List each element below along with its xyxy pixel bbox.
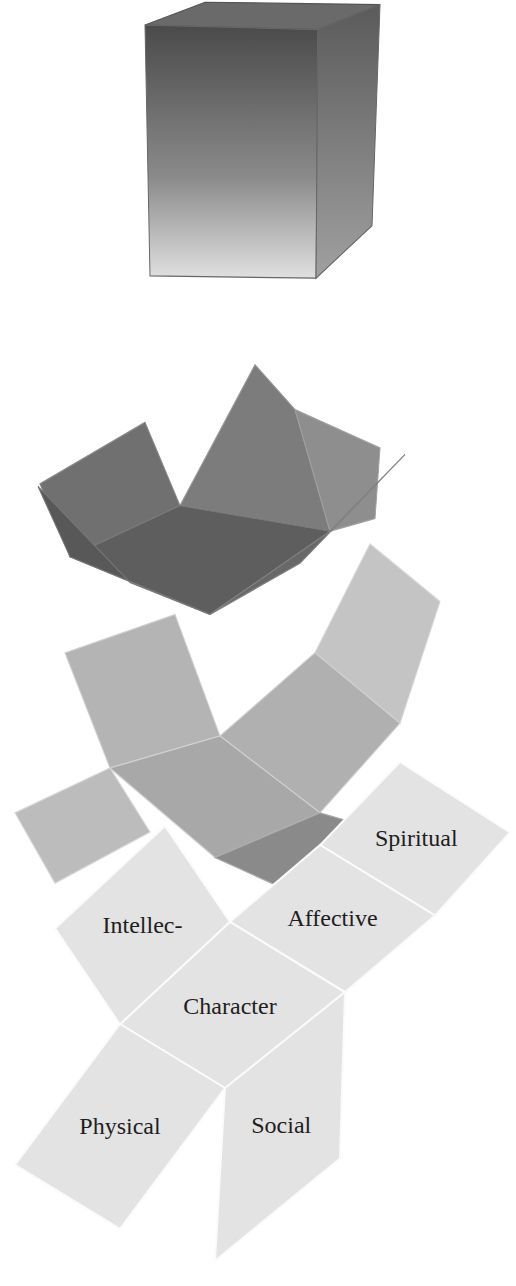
- face-shape: [15, 1024, 225, 1229]
- face-shape: [215, 992, 345, 1261]
- face-label: Character: [183, 993, 277, 1019]
- cube-front: [145, 25, 318, 278]
- cube-flap: [38, 486, 210, 614]
- net-face: Social: [215, 992, 345, 1261]
- opening-cube: [38, 365, 405, 615]
- cube-flap: [295, 410, 380, 532]
- closed-cube: [145, 2, 380, 278]
- face-label: Affective: [287, 905, 378, 931]
- face-label: Intellec-: [103, 912, 183, 938]
- cube-side: [316, 5, 380, 279]
- face-label: Social: [251, 1112, 311, 1138]
- net-face: Physical: [15, 1024, 225, 1229]
- face-label: Spiritual: [375, 825, 458, 851]
- face-label: Physical: [79, 1113, 161, 1139]
